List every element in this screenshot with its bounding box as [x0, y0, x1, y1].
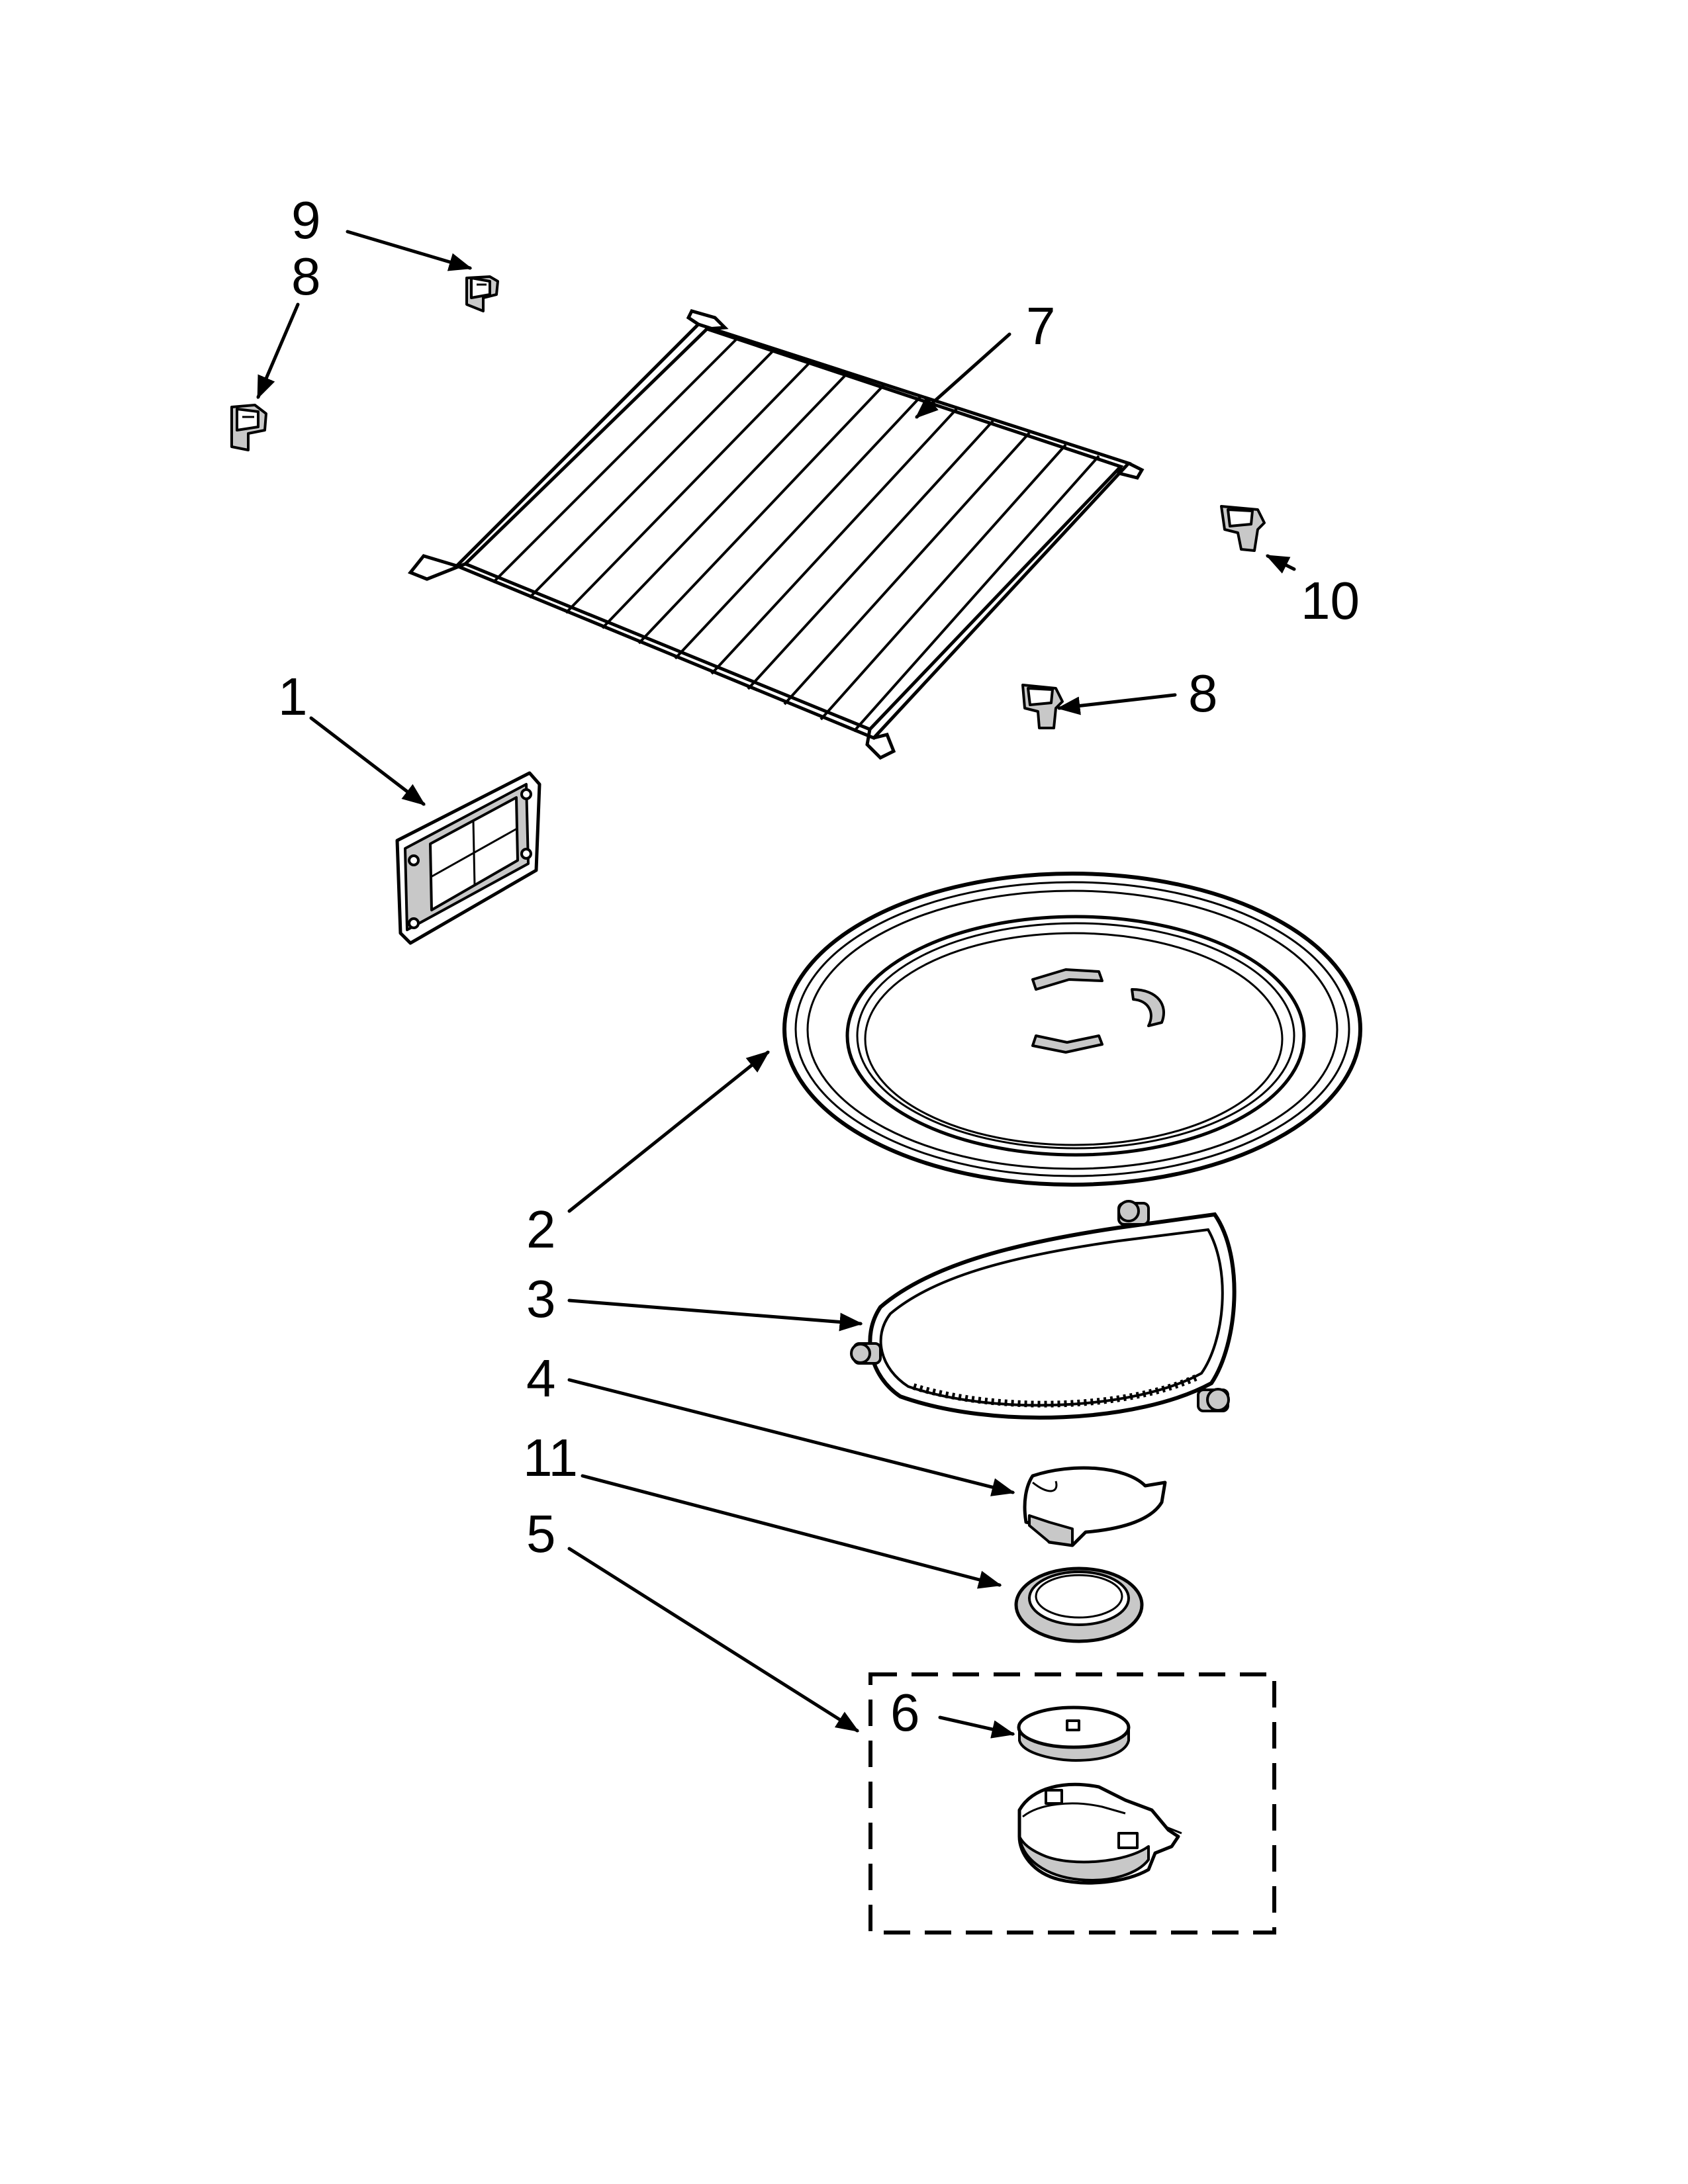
part-2-turntable-tray	[782, 872, 1362, 1187]
part-10-clip	[1220, 505, 1266, 552]
callout-9: 9	[291, 191, 321, 250]
leader-8-left	[256, 302, 300, 400]
part-5-group-box	[868, 1672, 1276, 1934]
callout-2: 2	[526, 1200, 556, 1259]
leader-11	[581, 1474, 1002, 1589]
callout-10: 10	[1301, 571, 1360, 630]
leader-6	[938, 1715, 1015, 1739]
leader-1	[309, 716, 426, 806]
part-1-filter	[395, 771, 541, 945]
callout-5: 5	[526, 1504, 556, 1563]
leader-2	[567, 1050, 770, 1213]
part-3-roller-ring	[850, 1200, 1237, 1420]
part-8-clip-right	[1021, 684, 1064, 729]
leader-4	[567, 1378, 1015, 1496]
leader-8-right	[1056, 693, 1177, 715]
leader-5	[567, 1547, 859, 1733]
callout-8-right: 8	[1188, 664, 1218, 723]
callout-1: 1	[278, 667, 308, 726]
callout-4: 4	[526, 1349, 556, 1408]
part-4-coupler	[1023, 1466, 1167, 1547]
part-6-cover-disc	[1017, 1706, 1131, 1762]
part-11-ring-seal	[1014, 1567, 1144, 1643]
part-8-clip-left	[230, 404, 267, 451]
part-5-turntable-motor	[1017, 1782, 1182, 1885]
callout-11: 11	[523, 1428, 578, 1487]
leader-9	[346, 230, 473, 271]
leader-3	[567, 1298, 863, 1332]
part-7-wire-rack	[407, 309, 1145, 760]
callout-8-left: 8	[291, 247, 321, 306]
callout-6: 6	[890, 1683, 920, 1742]
callout-7: 7	[1026, 296, 1056, 355]
callout-3: 3	[526, 1269, 556, 1328]
part-9-clip	[465, 275, 499, 312]
leader-10	[1265, 554, 1296, 574]
